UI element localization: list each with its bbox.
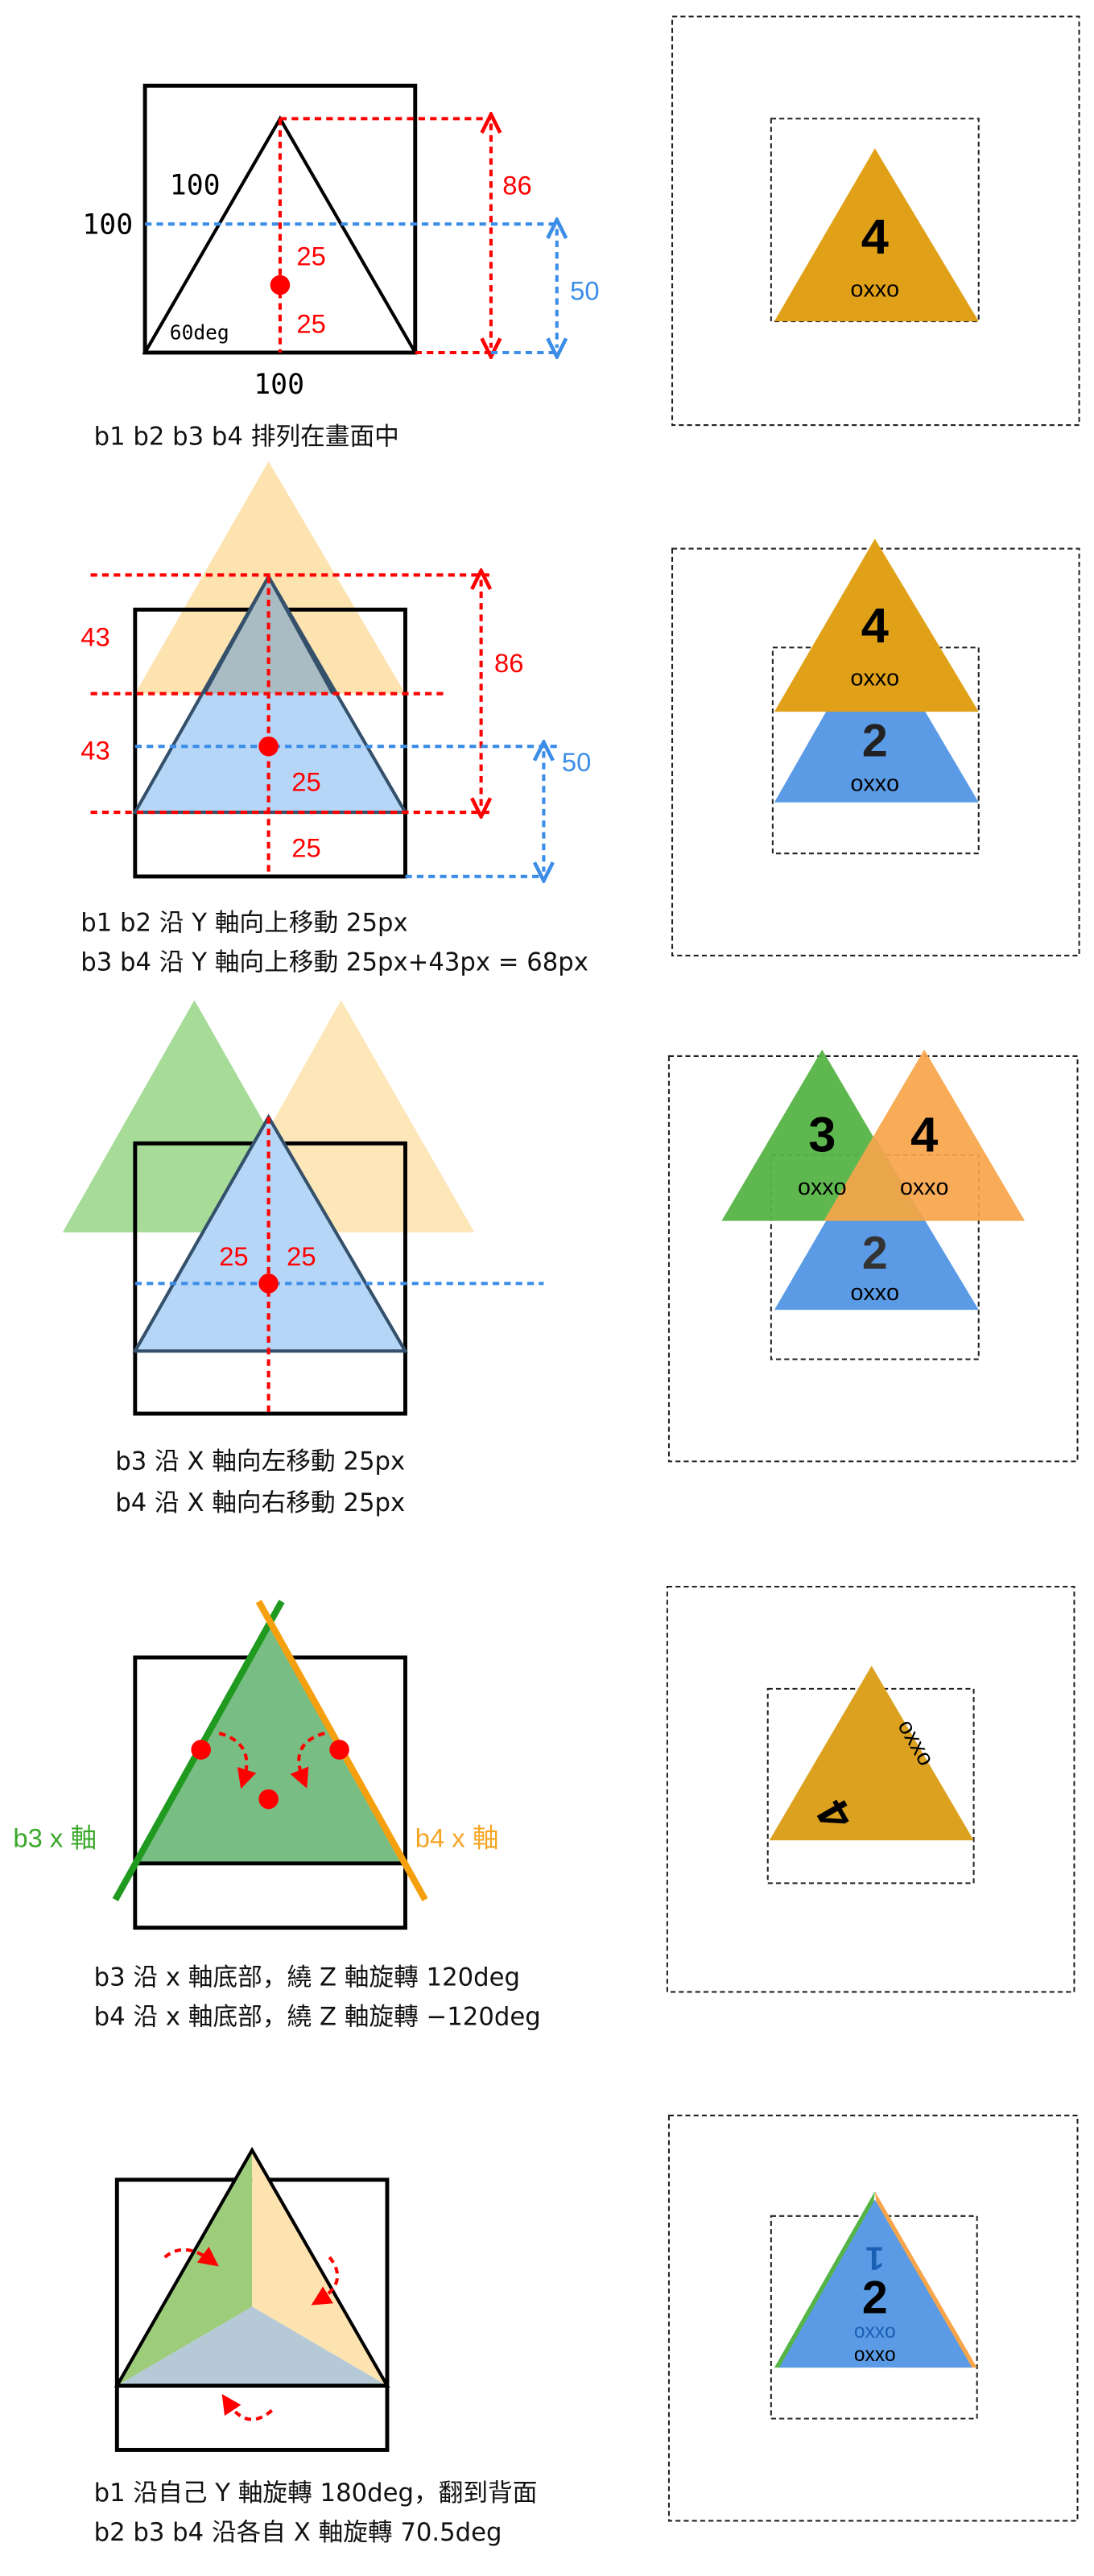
center-dot	[258, 1789, 279, 1810]
rotate-arrow-icon	[221, 2393, 274, 2421]
face-number: 4	[861, 209, 889, 265]
upper-half-label: 25	[296, 242, 325, 271]
face-b1-text: oxxo	[854, 2321, 896, 2343]
step4-caption-line2: b4 沿 x 軸底部，繞 Z 軸旋轉 −120deg	[94, 2003, 541, 2031]
b4-axis-label: b4 x 軸	[415, 1823, 499, 1852]
step5-preview: 1 2 oxxo oxxo	[667, 2114, 1079, 2522]
step4-preview: 4 oxxo	[666, 1585, 1075, 1993]
rotate-arrow-icon	[311, 2256, 340, 2306]
base-length-label: 100	[254, 369, 304, 401]
pyramid-face-b2	[779, 2199, 972, 2368]
step1-preview: 4 oxxo	[671, 15, 1080, 427]
face-b2-number: 2	[862, 715, 888, 766]
step3-preview: 3 oxxo 4 oxxo 2 oxxo	[667, 1049, 1079, 1463]
left-shift-label: 25	[219, 1241, 248, 1271]
step5-caption-line1: b1 沿自己 Y 軸旋轉 180deg，翻到背面	[94, 2479, 538, 2508]
face-b3-number: 3	[808, 1108, 836, 1163]
step2-caption-line1: b1 b2 沿 Y 軸向上移動 25px	[81, 909, 407, 937]
pyramid-face-b2	[774, 1137, 979, 1311]
rotate-arrow-icon	[163, 2246, 219, 2267]
pyramid-face-b4	[824, 1049, 1026, 1221]
bottom-gap-label: 43	[81, 736, 109, 766]
step5-caption-line2: b2 b3 b4 沿各自 X 軸旋轉 70.5deg	[94, 2519, 502, 2547]
total-height-label: 86	[494, 648, 523, 678]
lower-half-label: 25	[291, 832, 320, 862]
face-b2-region	[117, 2306, 387, 2386]
step2-diagram: 43 43 86 50 25 25 b1 b2 沿 Y 軸向上移動 25px b…	[81, 461, 591, 977]
face-b2-text: oxxo	[851, 1280, 900, 1306]
box-height-label: 100	[82, 209, 133, 242]
pyramid-face-stack	[769, 1666, 974, 1841]
rotate-arrow-icon	[290, 1732, 325, 1789]
step3-caption-line1: b3 沿 X 軸向左移動 25px	[115, 1448, 405, 1476]
face-text: oxxo	[851, 276, 900, 302]
step4-diagram: b3 x 軸 b4 x 軸 b3 沿 x 軸底部，繞 Z 軸旋轉 120deg …	[13, 1600, 541, 2031]
face-b4-number: 4	[861, 598, 889, 654]
stage-outer-box	[671, 15, 1080, 427]
triangle-combined	[134, 1622, 406, 1864]
right-shift-label: 25	[287, 1241, 316, 1271]
stage-outer-box	[666, 1585, 1075, 1993]
face-b2-number: 2	[862, 2273, 888, 2324]
lower-half-label: 25	[296, 308, 325, 338]
upper-half-label: 25	[291, 766, 320, 796]
step1-diagram: 100 100 25 25 60deg 100 86 50 b1 b2 b3 b…	[82, 83, 600, 452]
face-b3-text: oxxo	[798, 1174, 847, 1200]
face-b2-text: oxxo	[851, 770, 900, 796]
pyramid-face-b4	[774, 539, 979, 712]
face-b4-number: 4	[910, 1108, 938, 1163]
pyramid-face-b2	[774, 625, 979, 803]
step2-preview: 4 oxxo 2 oxxo	[671, 539, 1080, 957]
face-b4-text: oxxo	[900, 1174, 949, 1200]
b3-axis-label: b3 x 軸	[13, 1823, 97, 1852]
total-height-label: 86	[502, 171, 531, 200]
stage-outer-box	[671, 547, 1080, 957]
b3-pivot-dot	[191, 1740, 211, 1760]
step1-caption: b1 b2 b3 b4 排列在畫面中	[94, 423, 399, 452]
stage-outer-box	[667, 1055, 1079, 1463]
face-b1-back-number: 1	[865, 2240, 884, 2277]
b4-pivot-dot	[329, 1740, 349, 1760]
side-length-label: 100	[170, 170, 221, 202]
face-b4-text: oxxo	[851, 665, 900, 691]
frame-box	[142, 83, 418, 355]
face-b2-number: 2	[862, 1228, 888, 1279]
offset-label: 50	[562, 747, 591, 777]
stage-outer-box	[667, 2114, 1079, 2522]
top-gap-label: 43	[81, 621, 109, 651]
face-b2-text: oxxo	[854, 2344, 896, 2366]
angle-label: 60deg	[170, 321, 229, 345]
center-dot	[258, 1274, 279, 1294]
step3-caption-line2: b4 沿 X 軸向右移動 25px	[115, 1489, 405, 1517]
offset-label: 50	[570, 275, 599, 305]
step2-caption-line2: b3 b4 沿 Y 軸向上移動 25px+43px = 68px	[81, 949, 588, 977]
step3-diagram: 25 25 b3 沿 X 軸向左移動 25px b4 沿 X 軸向右移動 25p…	[62, 1000, 544, 1517]
pyramid-face-b4	[774, 148, 979, 322]
center-dot	[270, 275, 291, 295]
center-dot	[258, 736, 279, 757]
step4-caption-line1: b3 沿 x 軸底部，繞 Z 軸旋轉 120deg	[94, 1963, 520, 1992]
step5-diagram: b1 沿自己 Y 軸旋轉 180deg，翻到背面 b2 b3 b4 沿各自 X …	[94, 2146, 538, 2547]
